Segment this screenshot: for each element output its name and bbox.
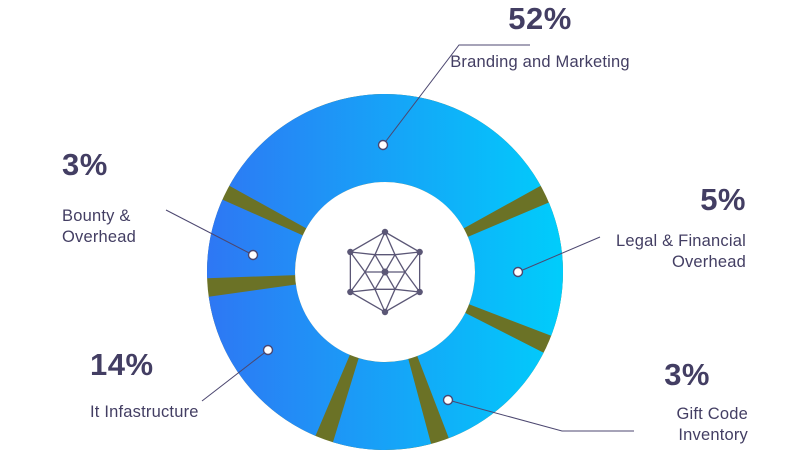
legal-label: Legal & Financial Overhead bbox=[616, 232, 746, 271]
gift-percentage: 3% bbox=[664, 357, 710, 392]
bounty-percentage: 3% bbox=[62, 147, 108, 182]
callout-legal-financial: 5% Legal & Financial Overhead bbox=[576, 183, 746, 273]
blockchain-network-icon bbox=[347, 228, 423, 316]
it-label: It Infastructure bbox=[90, 403, 199, 421]
branding-label: Branding and Marketing bbox=[450, 53, 630, 71]
callout-bounty-overhead: 3% Bounty & Overhead bbox=[62, 148, 172, 248]
callout-it-infrastructure: 14% It Infastructure bbox=[90, 348, 260, 423]
callout-branding-marketing: 52% Branding and Marketing bbox=[450, 2, 630, 73]
gift-label: Gift Code Inventory bbox=[676, 405, 748, 444]
callout-gift-code: 3% Gift Code Inventory bbox=[618, 358, 748, 446]
legal-percentage: 5% bbox=[700, 182, 746, 217]
bounty-label: Bounty & Overhead bbox=[62, 207, 137, 246]
it-percentage: 14% bbox=[90, 347, 154, 382]
branding-percentage: 52% bbox=[508, 1, 572, 36]
